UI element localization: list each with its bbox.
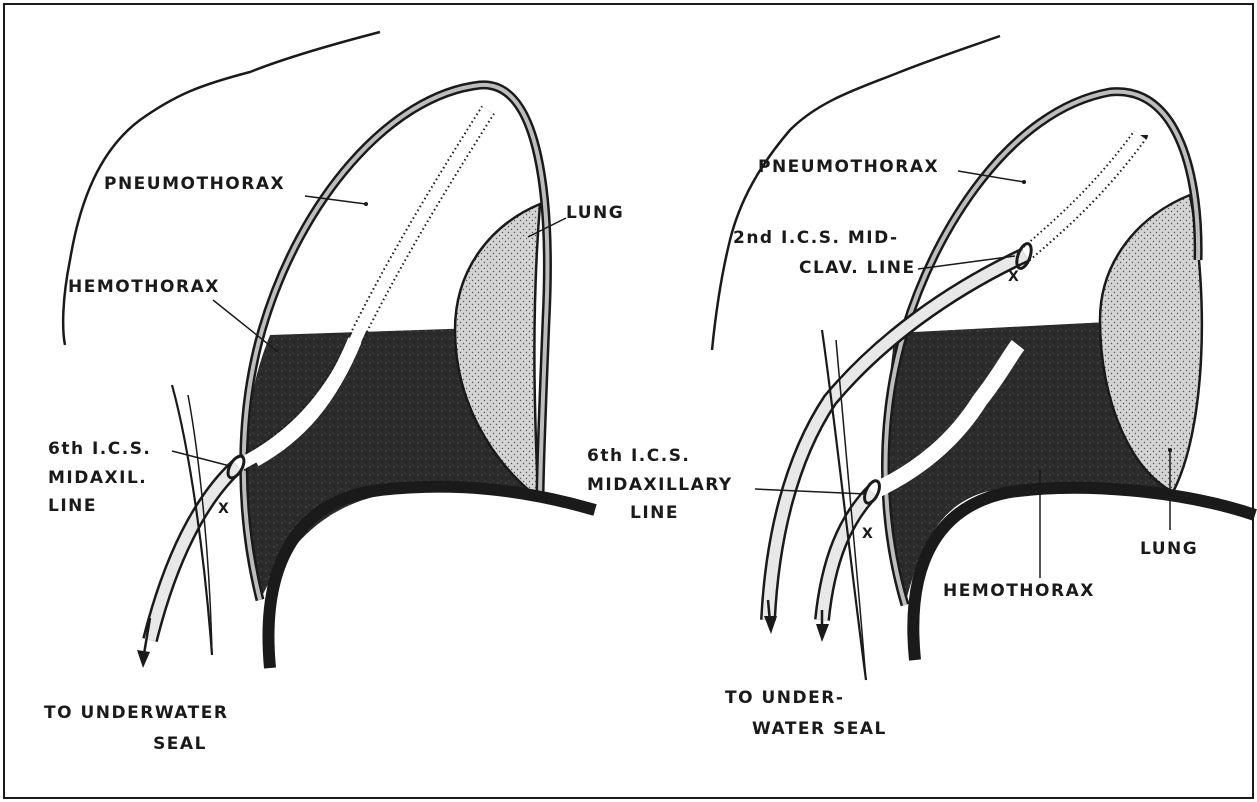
svg-text:X: X bbox=[862, 526, 873, 542]
right-lower-insertion-line-1: 6th I.C.S. bbox=[587, 444, 690, 468]
right-lower-insertion-line-3: LINE bbox=[630, 501, 679, 525]
right-upper-insertion-line-1: 2nd I.C.S. MID- bbox=[733, 226, 899, 250]
left-pneumothorax-label: PNEUMOTHORAX bbox=[104, 172, 285, 196]
right-upper-insertion-line-2: CLAV. LINE bbox=[799, 256, 916, 280]
right-drain-destination-line-1: TO UNDER- bbox=[725, 686, 844, 710]
svg-text:X: X bbox=[1008, 269, 1019, 285]
svg-text:X: X bbox=[218, 501, 229, 517]
left-drain-destination-line-1: TO UNDERWATER bbox=[44, 701, 228, 725]
left-insertion-line-3: LINE bbox=[48, 494, 97, 518]
right-lung-label: LUNG bbox=[1140, 537, 1198, 561]
right-pneumothorax-label: PNEUMOTHORAX bbox=[758, 155, 939, 179]
right-drain-destination-line-2: WATER SEAL bbox=[752, 717, 887, 741]
right-hemothorax-label: HEMOTHORAX bbox=[943, 579, 1095, 603]
right-lower-insertion-line-2: MIDAXILLARY bbox=[587, 473, 733, 497]
left-hemothorax-label: HEMOTHORAX bbox=[68, 275, 220, 299]
left-insertion-line-2: MIDAXIL. bbox=[48, 466, 147, 490]
left-drain-destination-line-2: SEAL bbox=[120, 732, 240, 756]
left-insertion-line-1: 6th I.C.S. bbox=[48, 437, 151, 461]
left-lung-label: LUNG bbox=[566, 201, 624, 225]
